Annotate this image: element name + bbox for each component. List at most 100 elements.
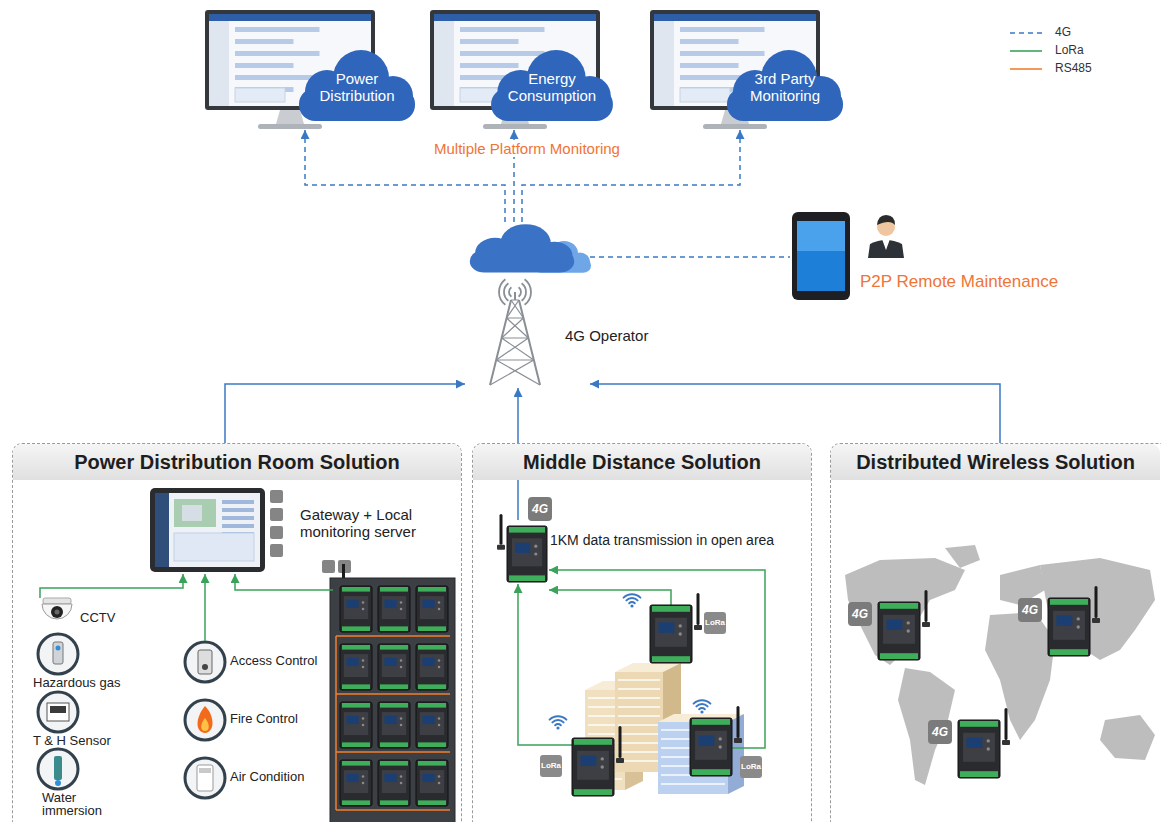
device-panel <box>577 751 609 780</box>
gas-detector <box>53 642 63 664</box>
device-screen <box>1056 615 1072 625</box>
device-terminal <box>574 789 612 795</box>
tower-brace <box>496 338 534 360</box>
panel-heading: Distributed Wireless Solution <box>831 444 1160 480</box>
wifi-symbol <box>624 594 641 607</box>
screen-row <box>460 63 519 68</box>
device-button <box>719 737 722 740</box>
signal-arc <box>504 283 508 301</box>
device-terminal <box>652 606 690 612</box>
platform-monitor: Power Distribution <box>205 8 420 130</box>
signal-arc <box>499 279 505 305</box>
platform-monitor: Energy Consumption <box>430 8 620 130</box>
monitor-stand <box>276 110 304 124</box>
device-button <box>438 724 441 727</box>
device-button <box>534 545 537 548</box>
antenna <box>500 514 503 545</box>
lora-link <box>549 570 765 748</box>
signal-arc <box>519 287 521 297</box>
device-screen <box>422 600 434 608</box>
4g-badge: 4G <box>848 602 872 626</box>
wifi-arc <box>550 716 567 719</box>
screen-topbar <box>209 14 371 21</box>
building-window-row <box>618 751 660 753</box>
screen-row <box>460 27 545 32</box>
map-continent <box>845 558 965 665</box>
gateway-picture <box>182 505 202 521</box>
device-panel <box>695 731 727 760</box>
meter-device <box>416 644 448 690</box>
device-button <box>907 621 910 624</box>
rs485-wire <box>336 693 450 695</box>
meter-device <box>958 708 1010 778</box>
building-window-row <box>618 715 660 717</box>
device-screen <box>658 622 674 632</box>
platform-name: Power Distribution <box>302 70 412 105</box>
device-terminal <box>380 587 408 592</box>
screen-chart <box>235 88 285 102</box>
building-window-row <box>618 760 660 762</box>
device-button <box>362 775 365 778</box>
4g-uplink <box>225 384 465 443</box>
person-hair <box>877 215 895 225</box>
device-terminal <box>418 684 446 689</box>
screen-chart <box>680 88 730 102</box>
meter-device <box>878 590 930 660</box>
device-panel <box>655 618 687 647</box>
4g-dashed-link <box>590 256 790 258</box>
screen-row <box>235 63 294 68</box>
device-body <box>416 760 448 806</box>
sensor-icon: Access Control <box>184 641 324 685</box>
device-terminal <box>418 761 446 766</box>
gateway-picture <box>174 499 216 527</box>
gateway-frame <box>150 488 265 572</box>
screen-row <box>680 39 739 44</box>
device-screen <box>346 658 358 666</box>
tower-brace <box>507 300 524 318</box>
tablet-body <box>792 212 850 300</box>
antenna-base <box>694 625 702 630</box>
antenna <box>619 726 622 758</box>
camera-mount <box>43 598 71 604</box>
device-terminal <box>509 527 545 533</box>
meter-device <box>378 760 410 806</box>
device-body <box>378 644 410 690</box>
tablet-screen <box>797 221 845 291</box>
device-button <box>987 739 990 742</box>
device-button <box>400 717 403 720</box>
map-continent <box>945 545 980 568</box>
icon-ring <box>38 749 78 789</box>
screen-row <box>680 63 739 68</box>
device-label: Hazardous gas <box>33 676 120 691</box>
tower-brace <box>490 360 540 385</box>
platform-monitor: 3rd Party Monitoring <box>650 8 840 130</box>
protocol-badge <box>322 560 335 573</box>
meter-device <box>340 702 372 748</box>
device-terminal <box>418 800 446 805</box>
screen-sidebar <box>209 21 229 106</box>
screen-row <box>235 39 294 44</box>
screen-row <box>235 75 320 80</box>
screen-row <box>235 51 320 56</box>
map-continent <box>1040 558 1155 660</box>
device-terminal <box>1050 649 1088 655</box>
device-button <box>1077 617 1080 620</box>
device-terminal <box>574 739 612 745</box>
device-button <box>679 624 682 627</box>
building-window-row <box>618 679 660 681</box>
cloud <box>470 224 574 272</box>
device-terminal <box>1050 599 1088 605</box>
4g-badge: 4G <box>1018 598 1042 622</box>
cloud-part <box>536 242 572 269</box>
device-panel <box>344 770 368 793</box>
device-body <box>378 586 410 632</box>
device-body <box>507 526 547 582</box>
device-terminal <box>342 703 370 708</box>
lora-badge: LoRa <box>704 612 726 634</box>
device-panel <box>420 596 444 619</box>
device-panel <box>344 712 368 735</box>
lora-link <box>549 590 671 605</box>
building-window-row <box>618 742 660 744</box>
device-body <box>958 720 1000 778</box>
